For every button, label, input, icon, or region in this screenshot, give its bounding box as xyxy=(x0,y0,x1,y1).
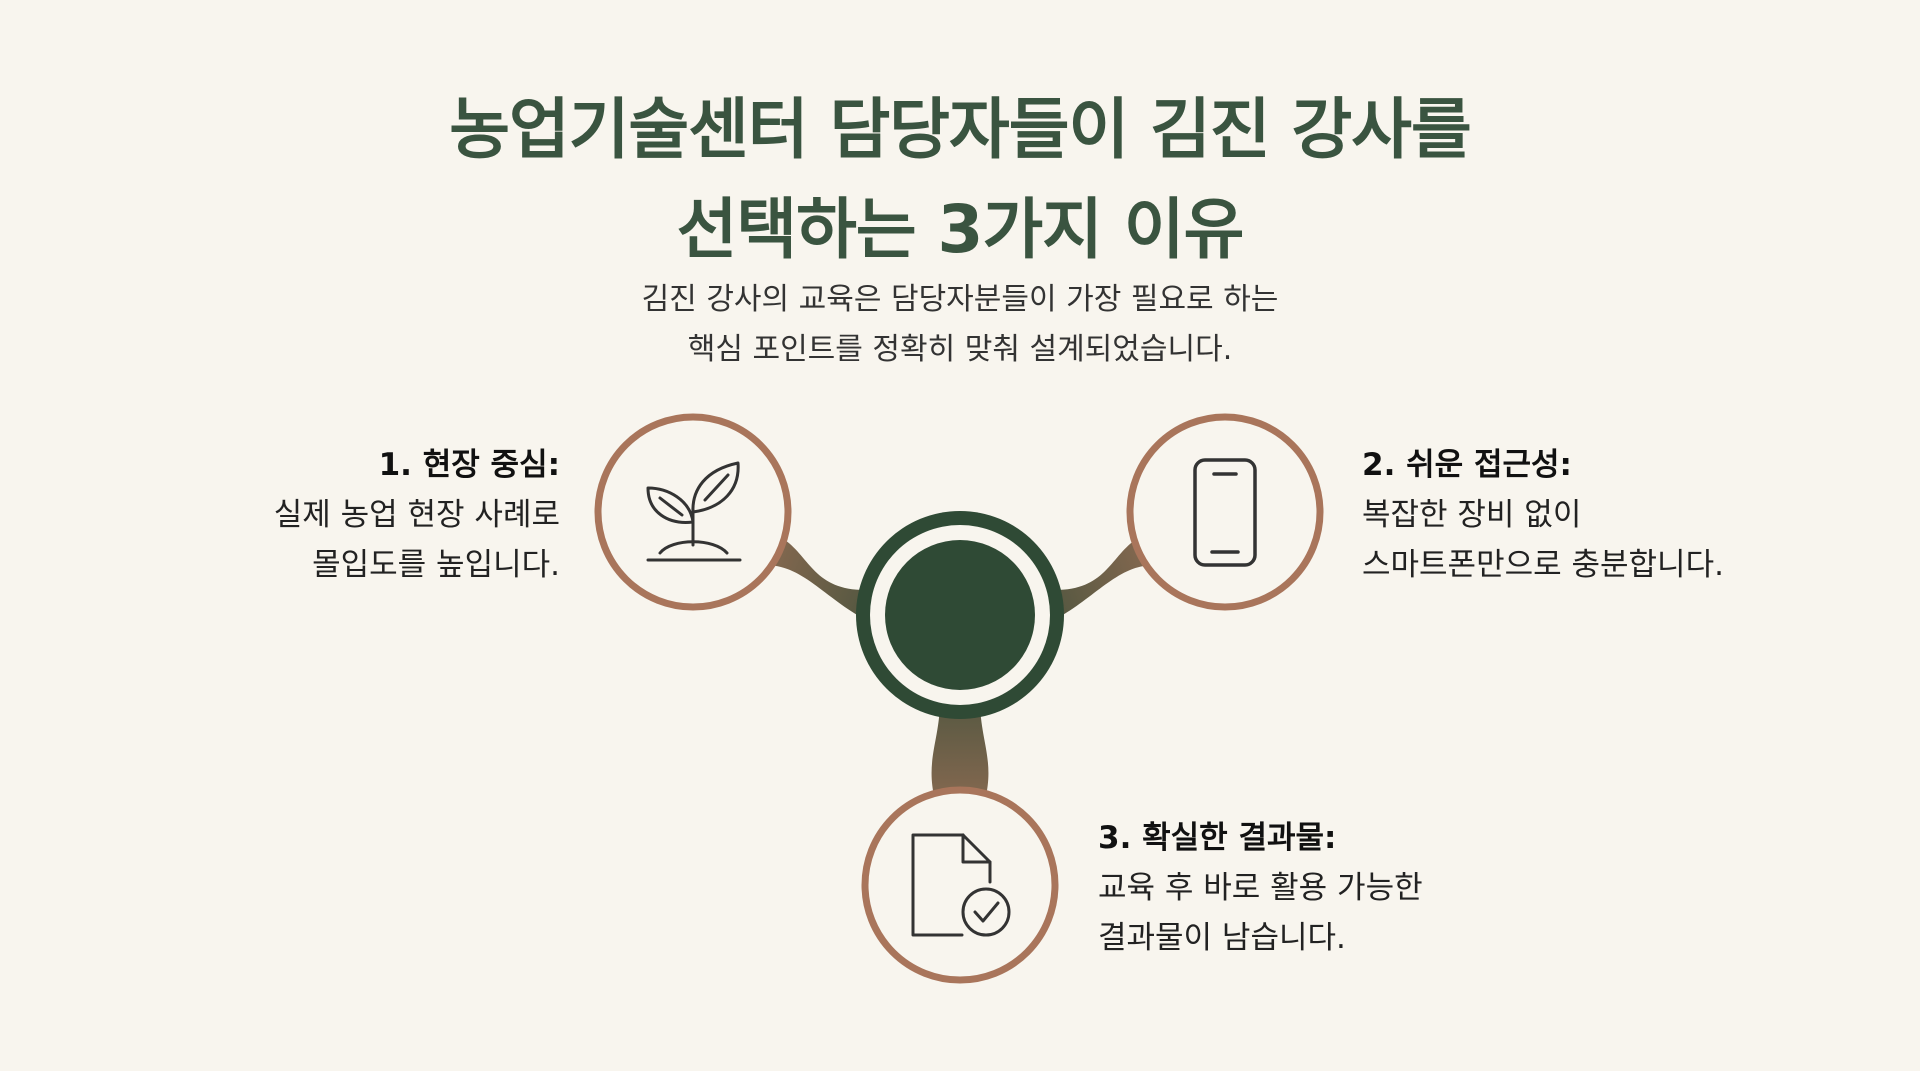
subtitle-line-2: 핵심 포인트를 정확히 맞춰 설계되었습니다. xyxy=(687,332,1233,367)
reason-2-heading: 2. 쉬운 접근성: xyxy=(1362,447,1572,483)
connector-3 xyxy=(931,700,989,800)
subtitle-line-1: 김진 강사의 교육은 담당자분들이 가장 필요로 하는 xyxy=(641,282,1279,317)
document-check-icon xyxy=(911,833,1011,937)
node-2 xyxy=(1126,413,1324,611)
reason-1: 1. 현장 중심: 실제 농업 현장 사례로 몰입도를 높입니다. xyxy=(140,440,560,590)
node-3 xyxy=(861,786,1059,984)
reason-3-line-1: 교육 후 바로 활용 가능한 xyxy=(1098,870,1423,906)
reason-1-heading: 1. 현장 중심: xyxy=(378,447,560,483)
reason-1-line-2: 몰입도를 높입니다. xyxy=(312,547,560,583)
reason-2: 2. 쉬운 접근성: 복잡한 장비 없이 스마트폰만으로 충분합니다. xyxy=(1362,440,1842,590)
sprout-icon xyxy=(646,461,742,562)
title-line-2: 선택하는 3가지 이유 xyxy=(676,191,1245,268)
page-subtitle: 김진 강사의 교육은 담당자분들이 가장 필요로 하는 핵심 포인트를 정확히 … xyxy=(0,275,1920,375)
reason-3-heading: 3. 확실한 결과물: xyxy=(1098,820,1337,856)
reason-3-line-2: 결과물이 남습니다. xyxy=(1098,920,1346,956)
connector-1 xyxy=(760,518,870,622)
reason-2-line-1: 복잡한 장비 없이 xyxy=(1362,497,1582,533)
reason-2-line-2: 스마트폰만으로 충분합니다. xyxy=(1362,547,1724,583)
reason-1-line-1: 실제 농업 현장 사례로 xyxy=(273,497,560,533)
node-1 xyxy=(594,413,792,611)
smartphone-icon xyxy=(1193,458,1257,567)
reason-3: 3. 확실한 결과물: 교육 후 바로 활용 가능한 결과물이 남습니다. xyxy=(1098,813,1518,963)
page-title: 농업기술센터 담당자들이 김진 강사를 선택하는 3가지 이유 xyxy=(0,80,1920,280)
title-line-1: 농업기술센터 담당자들이 김진 강사를 xyxy=(449,91,1471,168)
center-hub xyxy=(856,511,1064,719)
